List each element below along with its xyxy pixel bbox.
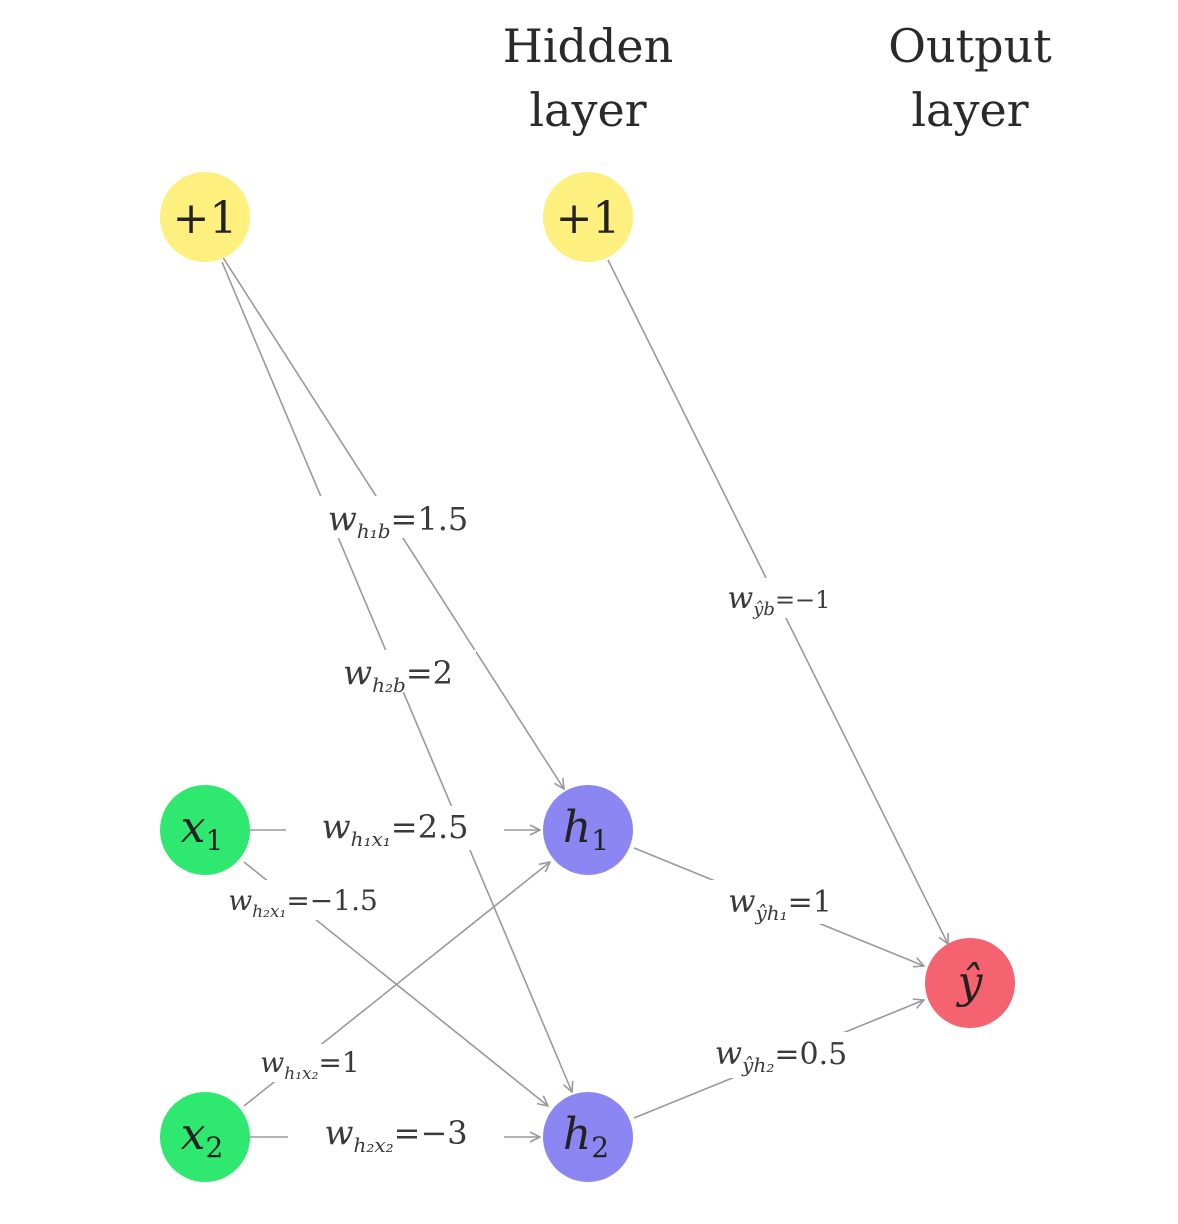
weight-value: =2 xyxy=(406,654,453,692)
weight-symbol: w xyxy=(328,499,357,539)
weight-subscript: h₂b xyxy=(372,673,406,697)
svg-text:wh₂x₂=−3: wh₂x₂=−3 xyxy=(324,1113,467,1157)
svg-text:x2: x2 xyxy=(181,1109,224,1164)
svg-text:wh₁x₂=1: wh₁x₂=1 xyxy=(260,1046,359,1084)
output-node-yhat: ŷ xyxy=(925,938,1015,1028)
input-node-x1-sub: 1 xyxy=(206,824,224,857)
svg-text:wŷh₁=1: wŷh₁=1 xyxy=(728,882,832,925)
weight-value: =−1.5 xyxy=(286,884,377,917)
hidden-node-h2-sub: 2 xyxy=(591,1131,609,1164)
weight-label-yhat-h2: wŷh₂=0.5 xyxy=(684,1032,880,1078)
input-node-x2-base: x xyxy=(181,1109,206,1160)
weight-label-h1-x2: wh₁x₂=1 xyxy=(234,1044,386,1084)
svg-text:h2: h2 xyxy=(563,1109,609,1164)
weight-symbol: w xyxy=(728,581,754,616)
weight-symbol: w xyxy=(260,1046,284,1079)
weight-subscript: h₁x₂ xyxy=(284,1064,318,1084)
output-node-yhat-label: ŷ xyxy=(956,957,984,1008)
weight-subscript: h₂x₂ xyxy=(353,1133,393,1157)
hidden-bias-label: +1 xyxy=(556,193,621,244)
weight-label-h2-x2: wh₂x₂=−3 xyxy=(288,1112,504,1157)
hidden-layer-header-line1: Hidden xyxy=(503,19,674,73)
weight-value: =0.5 xyxy=(774,1037,847,1072)
input-node-x2-circle xyxy=(160,1092,250,1182)
hidden-node-h1-base: h xyxy=(563,802,591,853)
output-layer-header-line1: Output xyxy=(888,19,1052,73)
weight-subscript: ŷb xyxy=(752,599,775,620)
weight-symbol: w xyxy=(343,653,372,693)
hidden-bias-node: +1 xyxy=(543,172,633,262)
hidden-node-h1-circle xyxy=(543,785,633,875)
weight-symbol: w xyxy=(728,882,755,920)
svg-text:wh₁b=1.5: wh₁b=1.5 xyxy=(328,499,469,543)
hidden-bias-circle xyxy=(543,172,633,262)
weight-value: =1 xyxy=(788,885,832,920)
svg-text:wh₂b=2: wh₂b=2 xyxy=(343,653,453,697)
weight-label-h1-b: wh₁b=1.5 xyxy=(302,496,492,543)
weight-label-h2-b: wh₂b=2 xyxy=(320,650,476,697)
input-node-x1: x1 xyxy=(160,785,250,875)
input-bias-circle xyxy=(160,172,250,262)
hidden-node-h1-sub: 1 xyxy=(591,824,609,857)
edges xyxy=(221,255,948,1137)
weight-label-h1-x1: wh₁x₁=2.5 xyxy=(286,806,504,851)
weight-value: =2.5 xyxy=(391,808,469,846)
weight-subscript: ŷh₂ xyxy=(741,1053,774,1077)
weight-subscript: h₂x₁ xyxy=(252,902,286,922)
svg-text:wŷb=−1: wŷb=−1 xyxy=(728,581,831,620)
hidden-layer-header: Hidden layer xyxy=(503,19,674,137)
weight-symbol: w xyxy=(715,1034,742,1072)
hidden-node-h2: h2 xyxy=(543,1092,633,1182)
output-layer-header: Output layer xyxy=(888,19,1052,137)
hidden-layer-header-line2: layer xyxy=(529,83,646,137)
input-node-x1-circle xyxy=(160,785,250,875)
input-node-x2-sub: 2 xyxy=(206,1131,224,1164)
weight-symbol: w xyxy=(321,807,350,847)
weight-subscript: h₁x₁ xyxy=(351,827,391,851)
svg-text:h1: h1 xyxy=(563,802,609,857)
weight-value: =1.5 xyxy=(391,500,469,538)
input-bias-node: +1 xyxy=(160,172,250,262)
svg-text:wh₂x₁=−1.5: wh₂x₁=−1.5 xyxy=(228,884,378,922)
weight-label-h2-x1: wh₂x₁=−1.5 xyxy=(200,880,406,922)
hidden-node-h1: h1 xyxy=(543,785,633,875)
weight-value: =1 xyxy=(318,1046,359,1079)
weight-label-yhat-h1: wŷh₁=1 xyxy=(700,880,860,925)
input-node-x2: x2 xyxy=(160,1092,250,1182)
svg-text:wh₁x₁=2.5: wh₁x₁=2.5 xyxy=(321,807,468,851)
svg-text:wŷh₂=0.5: wŷh₂=0.5 xyxy=(715,1034,847,1077)
hidden-node-h2-circle xyxy=(543,1092,633,1182)
weight-symbol: w xyxy=(228,884,252,917)
svg-text:x1: x1 xyxy=(181,802,224,857)
weight-value: =−1 xyxy=(775,586,831,614)
weight-subscript: h₁b xyxy=(357,519,391,543)
weight-value: =−3 xyxy=(394,1114,468,1152)
output-layer-header-line2: layer xyxy=(911,83,1028,137)
hidden-node-h2-base: h xyxy=(563,1109,591,1160)
weight-subscript: ŷh₁ xyxy=(754,901,787,925)
weight-label-yhat-b: wŷb=−1 xyxy=(704,578,854,620)
weight-labels: wh₁b=1.5 wh₂b=2 wŷb=−1 wh₁x₁=2.5 wh₂x₁=−… xyxy=(200,496,880,1157)
input-bias-label: +1 xyxy=(173,193,238,244)
weight-symbol: w xyxy=(324,1113,353,1153)
nodes: +1 +1 x1 x2 h1 h2 ŷ xyxy=(160,172,1015,1182)
output-node-yhat-circle xyxy=(925,938,1015,1028)
input-node-x1-base: x xyxy=(181,802,206,853)
